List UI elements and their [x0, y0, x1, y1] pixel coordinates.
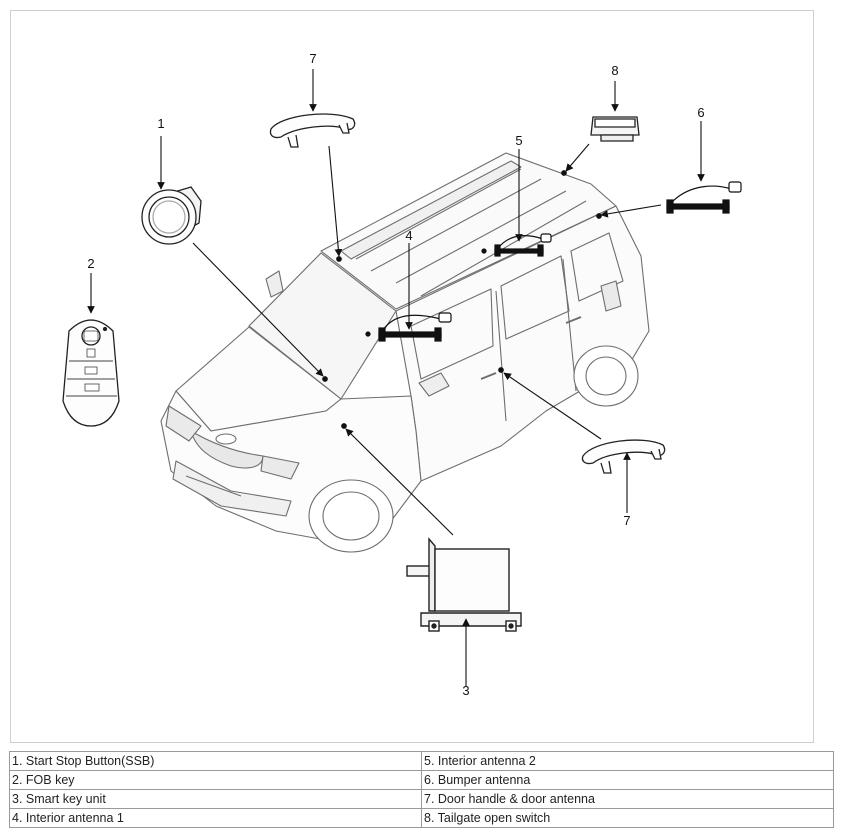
bumper-antenna-icon — [666, 181, 742, 214]
callout-5: 5 — [515, 133, 522, 148]
callout-1: 1 — [157, 116, 164, 131]
legend-item: 4. Interior antenna 1 — [9, 808, 422, 828]
leader-lines — [87, 69, 705, 686]
legend-row: 3. Smart key unit 7. Door handle & door … — [9, 789, 834, 809]
legend-row: 1. Start Stop Button(SSB) 5. Interior an… — [9, 751, 834, 771]
callout-2: 2 — [87, 256, 94, 271]
car-icon — [160, 152, 650, 553]
diagram-frame: 1 2 3 4 5 6 7 7 8 — [10, 10, 814, 743]
door-handle-icon — [581, 439, 666, 474]
legend-item: 8. Tailgate open switch — [421, 808, 834, 828]
smart-key-unit-icon — [406, 537, 522, 632]
door-handle-icon — [269, 113, 356, 148]
legend-item: 2. FOB key — [9, 770, 422, 790]
callout-4: 4 — [405, 228, 412, 243]
callout-8: 8 — [611, 63, 618, 78]
interior-antenna-icon — [365, 312, 452, 342]
legend-item: 3. Smart key unit — [9, 789, 422, 809]
legend-item: 5. Interior antenna 2 — [421, 751, 834, 771]
fob-key-icon — [62, 319, 120, 427]
component-location-diagram: 1 2 3 4 5 6 7 7 8 — [62, 51, 742, 698]
legend-table: 1. Start Stop Button(SSB) 5. Interior an… — [9, 751, 834, 828]
start-stop-button-icon — [141, 186, 202, 245]
callout-3: 3 — [462, 683, 469, 698]
tailgate-switch-icon — [590, 116, 640, 142]
interior-antenna-icon — [481, 233, 552, 257]
legend-item: 6. Bumper antenna — [421, 770, 834, 790]
legend-item: 7. Door handle & door antenna — [421, 789, 834, 809]
legend-row: 4. Interior antenna 1 8. Tailgate open s… — [9, 808, 834, 828]
callout-6: 6 — [697, 105, 704, 120]
legend-row: 2. FOB key 6. Bumper antenna — [9, 770, 834, 790]
callout-7-bottom: 7 — [623, 513, 630, 528]
callout-7-top: 7 — [309, 51, 316, 66]
legend-item: 1. Start Stop Button(SSB) — [9, 751, 422, 771]
